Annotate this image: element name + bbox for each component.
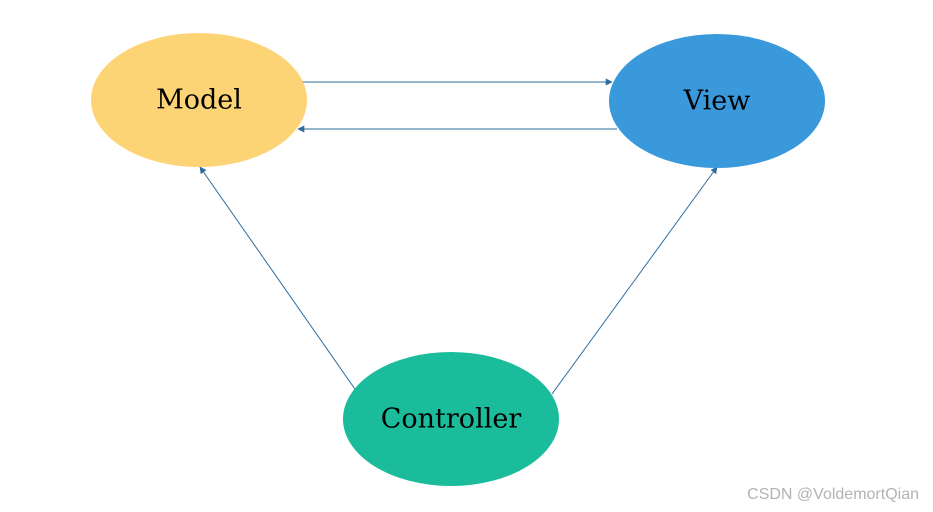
node-view-label: View	[683, 86, 751, 117]
edge-controller-to-view	[551, 166, 718, 395]
watermark-text: CSDN @VoldemortQian	[747, 486, 919, 503]
node-model-shape	[91, 33, 307, 167]
node-view-shape	[609, 34, 825, 168]
node-model-label: Model	[156, 85, 242, 116]
node-model: Model	[91, 33, 307, 167]
node-controller-label: Controller	[381, 404, 522, 435]
node-controller-shape	[343, 352, 559, 486]
node-controller: Controller	[343, 352, 559, 486]
edge-controller-to-model	[199, 166, 358, 393]
node-view: View	[609, 34, 825, 168]
